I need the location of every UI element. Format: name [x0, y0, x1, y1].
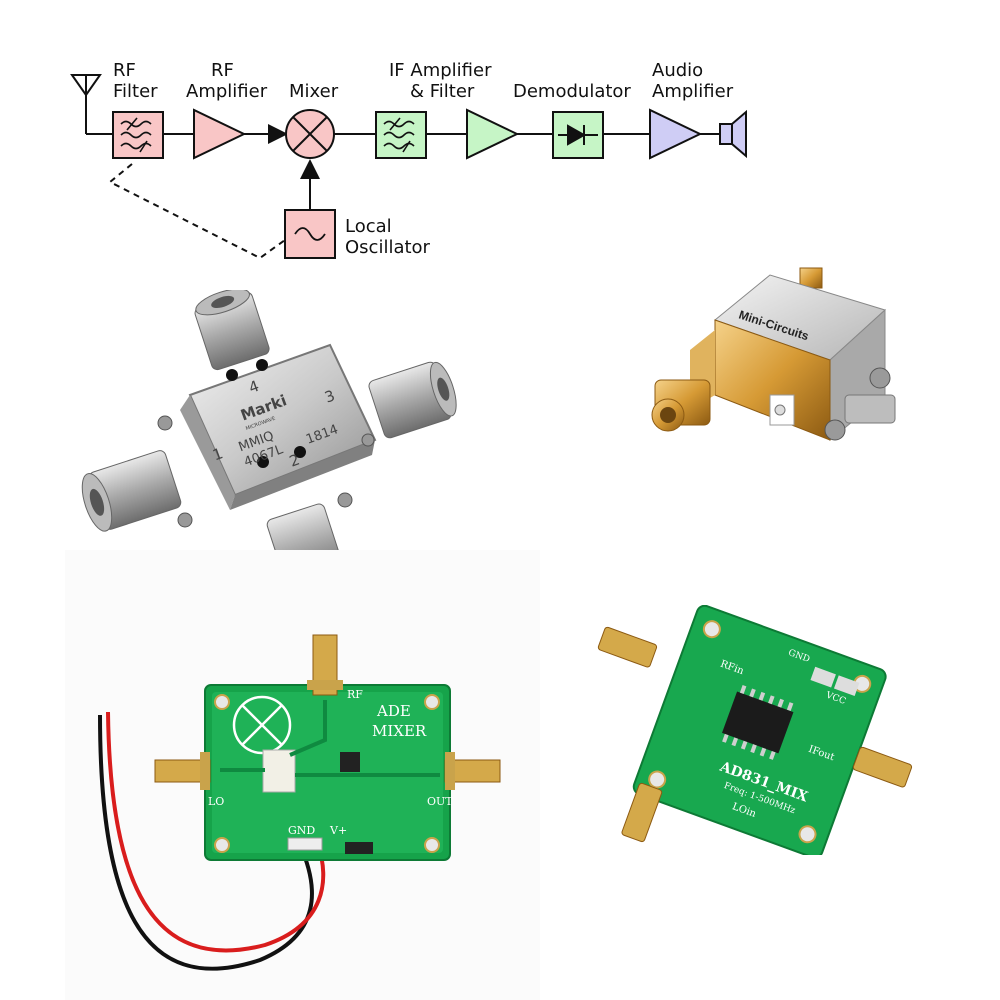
demodulator-block	[552, 111, 604, 159]
svg-text:Filter: Filter	[113, 81, 158, 102]
sma-connector-rf	[307, 634, 343, 696]
sma-connector-out	[444, 752, 501, 790]
ade-lo-label: LO	[208, 795, 224, 808]
if-filter-block	[375, 111, 427, 159]
ade-gnd-label: GND	[288, 824, 315, 837]
mini-circuits-mixer-photo: Mini-Circuits	[651, 267, 896, 442]
marki-mmiq-mixer-photo: Marki MICROWAVE MMIQ 4067L 1814 1 2 3 4	[81, 290, 457, 590]
sma-connector-rfin	[597, 626, 658, 668]
rf-filter-label: RF Filter	[113, 60, 158, 102]
local-oscillator-block	[284, 209, 336, 259]
sma-connector-ifout	[852, 746, 913, 788]
sma-connector-left	[81, 450, 182, 532]
antenna-icon	[70, 74, 113, 135]
superheterodyne-block-diagram: RF Filter RF Amplifier Mixer IF Amplifie…	[70, 60, 747, 260]
if-amplifier-triangle	[466, 108, 520, 160]
svg-text:IF Amplifier: IF Amplifier	[389, 60, 492, 81]
sma-connector-lo	[154, 752, 211, 790]
demodulator-label: Demodulator	[513, 81, 631, 102]
sine-wave-icon	[294, 227, 326, 241]
sma-connector-gold	[651, 379, 711, 432]
rf-filter-block	[112, 111, 164, 159]
ade-vplus-label: V+	[329, 824, 347, 837]
sma-connector-top	[194, 290, 270, 371]
diode-icon	[558, 124, 598, 146]
ade-title-1: ADE	[376, 702, 411, 720]
speaker-icon	[719, 109, 747, 159]
ade-mixer-board-photo: ADE MIXER RF LO OUT GND V+	[65, 550, 540, 1000]
tuning-link-dashed-line	[108, 163, 286, 260]
svg-text:Amplifier: Amplifier	[186, 81, 268, 102]
svg-text:Amplifier: Amplifier	[652, 81, 734, 102]
ade-title-2: MIXER	[372, 722, 427, 740]
local-oscillator-label: Local Oscillator	[345, 216, 431, 258]
svg-text:Oscillator: Oscillator	[345, 237, 431, 258]
svg-text:& Filter: & Filter	[410, 81, 475, 102]
audio-amplifier-label: Audio Amplifier	[652, 60, 734, 102]
mixer-label: Mixer	[289, 81, 339, 102]
mixer-symbol	[285, 109, 335, 159]
audio-amplifier-triangle	[649, 108, 703, 160]
rf-amplifier-triangle	[193, 108, 247, 160]
filter-waves-icon	[120, 117, 152, 153]
ad831-mixer-board-photo: AD831_MIX Freq: 1-500MHz RFin LOin IFout…	[597, 605, 913, 855]
svg-text:Local: Local	[345, 216, 392, 237]
svg-text:Audio: Audio	[652, 60, 703, 81]
sma-connector-right	[368, 361, 457, 439]
svg-text:RF: RF	[211, 60, 234, 81]
svg-text:RF: RF	[113, 60, 136, 81]
ade-rf-label: RF	[347, 688, 363, 701]
ade-out-label: OUT	[427, 795, 453, 808]
if-amplifier-filter-label: IF Amplifier & Filter	[389, 60, 492, 102]
rf-amplifier-label: RF Amplifier	[186, 60, 268, 102]
sma-connector-loin	[621, 782, 663, 843]
